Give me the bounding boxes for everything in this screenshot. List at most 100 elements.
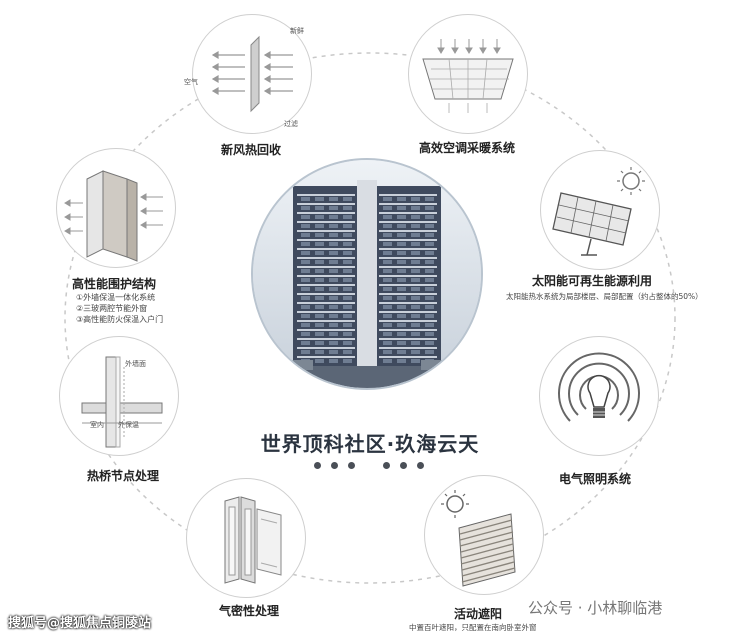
feature-node-thermal-bridge <box>59 336 179 456</box>
balcony-band <box>297 203 355 205</box>
tower-window <box>301 305 310 309</box>
tower-window <box>397 233 406 237</box>
tower-window <box>343 314 352 318</box>
tower-window <box>301 242 310 246</box>
tower-window <box>343 296 352 300</box>
pagination-dot <box>417 462 424 469</box>
balcony-band <box>379 275 437 277</box>
tower-window <box>315 242 324 246</box>
tower-window <box>301 323 310 327</box>
tower-window <box>411 206 420 210</box>
tower-window <box>301 269 310 273</box>
tower-window <box>425 296 434 300</box>
tower-window <box>329 359 338 363</box>
tower-window <box>301 251 310 255</box>
tower-window <box>343 323 352 327</box>
tower-window <box>411 305 420 309</box>
balcony-band <box>379 266 437 268</box>
tower-window <box>301 233 310 237</box>
tower-window <box>383 341 392 345</box>
balcony-band <box>379 329 437 331</box>
tower-window <box>315 341 324 345</box>
balcony-band <box>379 194 437 196</box>
thermal-bridge-detail-icon <box>81 356 163 448</box>
tower-window <box>411 332 420 336</box>
tower-window <box>315 197 324 201</box>
balcony-band <box>297 284 355 286</box>
tower-window <box>329 278 338 282</box>
watermark-left: 搜狐号@搜狐焦点铜陵站 <box>8 616 152 631</box>
tower-window <box>343 332 352 336</box>
tower-window <box>425 332 434 336</box>
tower-window <box>343 206 352 210</box>
tower-window <box>301 206 310 210</box>
tower-window <box>383 215 392 219</box>
tower-window <box>301 332 310 336</box>
balcony-band <box>297 311 355 313</box>
tower-window <box>329 287 338 291</box>
envelope-detail-1: ①外墙保温一体化系统 <box>76 293 156 302</box>
tower-window <box>315 359 324 363</box>
tower-window <box>315 296 324 300</box>
tower-window <box>343 341 352 345</box>
balcony-band <box>379 212 437 214</box>
feature-node-envelope <box>56 148 176 268</box>
tower-window <box>425 224 434 228</box>
tower-window <box>343 359 352 363</box>
balcony-band <box>379 338 437 340</box>
tower-window <box>343 233 352 237</box>
tower-window <box>383 350 392 354</box>
balcony-band <box>297 293 355 295</box>
feature-node-fresh-air <box>192 14 312 134</box>
tower-window <box>397 323 406 327</box>
tower-window <box>315 332 324 336</box>
filter-annotation: 过滤 <box>284 120 298 128</box>
balcony-band <box>297 248 355 250</box>
balcony-band <box>297 347 355 349</box>
tower-window <box>343 224 352 228</box>
feature-node-solar <box>540 150 660 270</box>
pagination-dot <box>400 462 407 469</box>
tower-window <box>301 224 310 228</box>
light-bulb-icon <box>558 352 640 422</box>
tower-window <box>315 314 324 318</box>
balcony-band <box>379 248 437 250</box>
tower-window <box>301 278 310 282</box>
balcony-band <box>297 257 355 259</box>
tower-window <box>411 197 420 201</box>
balcony-band <box>297 275 355 277</box>
tower-window <box>301 296 310 300</box>
balcony-band <box>297 266 355 268</box>
watermark-right: 公众号 · 小林聊临港 <box>528 599 663 617</box>
tower-window <box>343 287 352 291</box>
balcony-band <box>297 320 355 322</box>
tower-window <box>329 332 338 336</box>
feature-node-lighting <box>539 336 659 456</box>
tower-window <box>329 305 338 309</box>
tower-window <box>343 278 352 282</box>
tower-window <box>411 260 420 264</box>
tower-window <box>411 341 420 345</box>
tower-window <box>301 260 310 264</box>
tower-window <box>315 224 324 228</box>
tower-window <box>343 305 352 309</box>
thermal-annotation-insulation: 外保温 <box>118 421 139 429</box>
tower-window <box>343 215 352 219</box>
tower-window <box>397 215 406 219</box>
tower-window <box>383 359 392 363</box>
tower-window <box>301 314 310 318</box>
feature-desc-shading: 中置百叶遮阳，只配置在南向卧室外窗 <box>409 623 537 632</box>
tower-window <box>411 359 420 363</box>
tower-window <box>301 215 310 219</box>
feature-label-shading: 活动遮阳 <box>454 607 503 621</box>
balcony-band <box>379 356 437 358</box>
tower-window <box>343 269 352 273</box>
feature-node-shading <box>424 475 544 595</box>
tower-window <box>301 287 310 291</box>
balcony-band <box>297 302 355 304</box>
balcony-band <box>297 329 355 331</box>
balcony-band <box>379 320 437 322</box>
tower-window <box>315 233 324 237</box>
tower-window <box>397 296 406 300</box>
